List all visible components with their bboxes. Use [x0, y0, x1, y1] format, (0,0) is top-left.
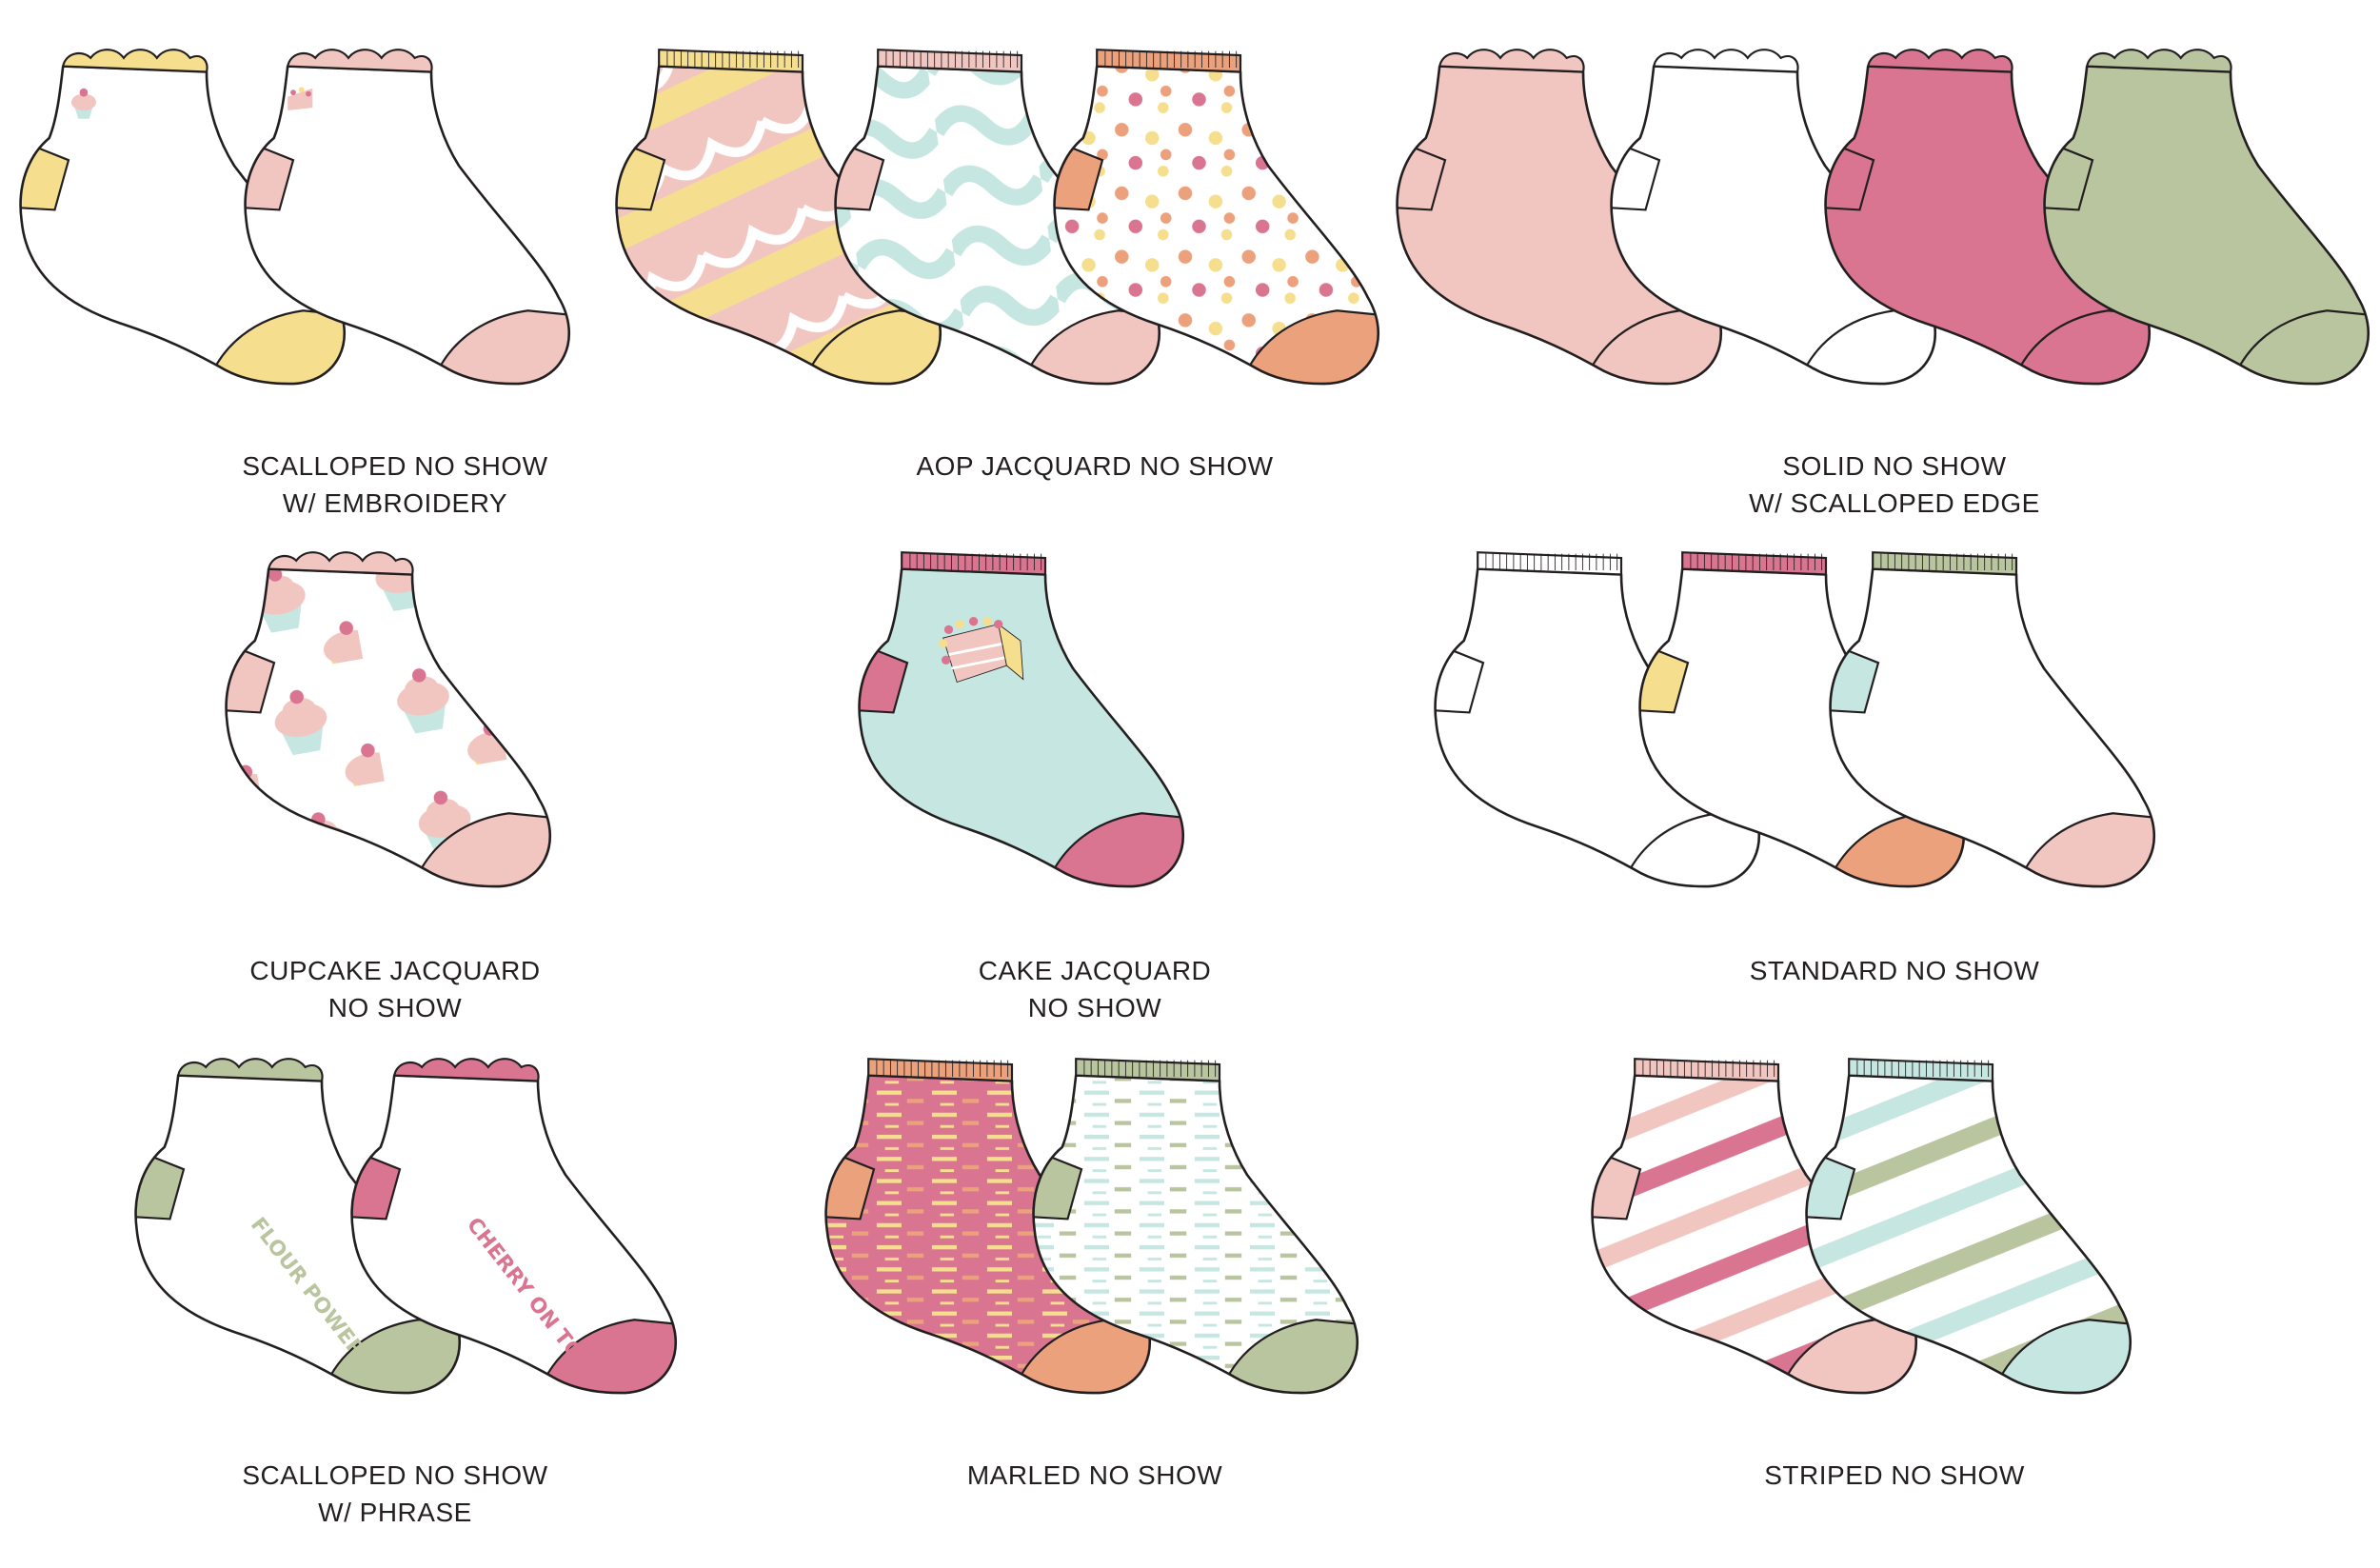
sock-illustration — [2043, 49, 2370, 386]
sock-cuff — [1075, 1058, 1221, 1082]
sock-cuff — [1848, 1058, 1994, 1082]
sock-cuff — [1652, 49, 1799, 73]
caption-line1: CAKE JACQUARD — [978, 956, 1212, 985]
caption-solid-scalloped-edge: SOLID NO SHOW W/ SCALLOPED EDGE — [1561, 447, 2228, 522]
caption-standard: STANDARD NO SHOW — [1561, 952, 2228, 989]
sock-illustration — [615, 49, 942, 386]
caption-cake-jacquard: CAKE JACQUARD NO SHOW — [762, 952, 1428, 1026]
caption-scalloped-phrase: SCALLOPED NO SHOW W/ PHRASE — [62, 1457, 728, 1531]
sock-cuff — [1634, 1058, 1780, 1082]
sock-cuff — [1872, 551, 2018, 576]
caption-marled: MARLED NO SHOW — [762, 1457, 1428, 1494]
sock-cuff — [1438, 49, 1585, 73]
caption-line2: W/ PHRASE — [318, 1498, 472, 1527]
sock-cuff — [176, 1058, 324, 1082]
sock-illustration — [1053, 49, 1380, 386]
caption-line2: NO SHOW — [327, 993, 463, 1022]
caption-line2: NO SHOW — [1027, 993, 1162, 1022]
caption-cupcake-jacquard: CUPCAKE JACQUARD NO SHOW — [62, 952, 728, 1026]
caption-line1: AOP JACQUARD NO SHOW — [916, 451, 1274, 481]
caption-line1: STANDARD NO SHOW — [1749, 956, 2040, 985]
caption-aop-jacquard: AOP JACQUARD NO SHOW — [762, 447, 1428, 485]
sock-illustration — [1032, 1058, 1359, 1395]
sock-cuff — [658, 49, 804, 73]
sock-cuff — [392, 1058, 540, 1082]
cake-embroidery-icon — [288, 87, 313, 110]
sock-cuff — [1681, 551, 1828, 576]
sock-cuff — [1096, 49, 1242, 73]
sock-illustration — [225, 551, 552, 888]
sock-illustration — [1829, 551, 2156, 888]
caption-line1: CUPCAKE JACQUARD — [249, 956, 541, 985]
sock-cuff — [867, 1058, 1014, 1082]
sock-cuff — [286, 49, 433, 73]
sock-cuff — [2085, 49, 2232, 73]
caption-striped: STRIPED NO SHOW — [1561, 1457, 2228, 1494]
caption-line1: MARLED NO SHOW — [966, 1460, 1223, 1490]
sock-illustration — [19, 49, 347, 386]
sock-cuff — [877, 49, 1023, 73]
caption-line2: W/ SCALLOPED EDGE — [1749, 488, 2040, 518]
sock-illustration: FLOUR POWER — [134, 1058, 462, 1395]
caption-scalloped-embroidery: SCALLOPED NO SHOW W/ EMBROIDERY — [62, 447, 728, 522]
sock-illustration — [858, 551, 1185, 888]
caption-line2: W/ EMBROIDERY — [282, 488, 508, 518]
sock-cuff — [61, 49, 208, 73]
sock-cuff — [267, 551, 414, 576]
caption-line1: SOLID NO SHOW — [1782, 451, 2007, 481]
sock-cuff — [1477, 551, 1623, 576]
cupcake-embroidery-icon — [70, 88, 96, 119]
cake-slice-icon — [939, 617, 1024, 684]
caption-line1: SCALLOPED NO SHOW — [242, 451, 548, 481]
sock-illustration — [244, 49, 571, 386]
sock-cuff — [901, 551, 1047, 576]
caption-line1: SCALLOPED NO SHOW — [242, 1460, 548, 1490]
caption-line1: STRIPED NO SHOW — [1764, 1460, 2025, 1490]
sock-cuff — [1866, 49, 2013, 73]
